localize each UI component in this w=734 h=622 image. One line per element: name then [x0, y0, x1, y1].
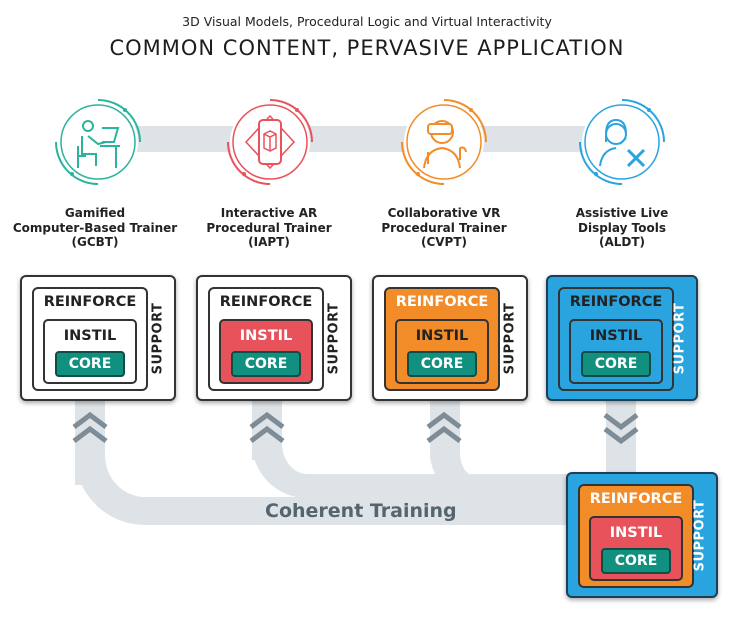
reinforce-box: REINFORCE INSTIL CORE: [558, 287, 674, 391]
reinforce-label: REINFORCE: [43, 294, 137, 310]
headset-tools-icon: [579, 99, 665, 185]
instil-label: INSTIL: [589, 328, 643, 344]
label-iapt: Interactive AR Procedural Trainer (IAPT): [184, 206, 354, 250]
coherent-training-label: Coherent Training: [265, 500, 457, 522]
top-track: [95, 126, 635, 152]
label-aldt-line3: (ALDT): [598, 235, 646, 249]
instil-label: INSTIL: [239, 328, 293, 344]
label-gcbt-line1: Gamified: [64, 206, 126, 220]
computer-desk-user-icon: [55, 99, 141, 185]
chevron-up-icon: [249, 411, 285, 443]
reinforce-label: REINFORCE: [219, 294, 313, 310]
label-cvpt-line2: Procedural Trainer: [381, 220, 507, 235]
reinforce-box: REINFORCE INSTIL CORE: [32, 287, 148, 391]
card-cvpt: REINFORCE INSTIL CORE SUPPORT: [372, 275, 528, 401]
core-box: CORE: [581, 351, 651, 377]
chevron-up-icon: [426, 411, 462, 443]
label-iapt-line3: (IAPT): [248, 235, 290, 249]
core-box: CORE: [407, 351, 477, 377]
core-box: CORE: [55, 351, 125, 377]
reinforce-label: REINFORCE: [569, 294, 663, 310]
core-box: CORE: [601, 548, 671, 574]
support-label: SUPPORT: [502, 302, 518, 374]
support-label: SUPPORT: [672, 302, 688, 374]
vr-headset-icon: [401, 99, 487, 185]
reinforce-label: REINFORCE: [395, 294, 489, 310]
card-combined: REINFORCE INSTIL CORE SUPPORT: [566, 472, 718, 598]
label-gcbt-line3: (GCBT): [71, 235, 119, 249]
reinforce-box: REINFORCE INSTIL CORE: [208, 287, 324, 391]
card-aldt: REINFORCE INSTIL CORE SUPPORT: [546, 275, 698, 401]
ar-phone-icon: [227, 99, 313, 185]
chevron-down-icon: [603, 413, 639, 445]
card-iapt: REINFORCE INSTIL CORE SUPPORT: [196, 275, 352, 401]
card-gcbt: REINFORCE INSTIL CORE SUPPORT: [20, 275, 176, 401]
label-aldt-line2: Display Tools: [578, 220, 666, 235]
instil-box: INSTIL CORE: [395, 319, 489, 384]
header-subtitle: 3D Visual Models, Procedural Logic and V…: [182, 14, 552, 29]
reinforce-label: REINFORCE: [589, 491, 683, 507]
instil-box: INSTIL CORE: [43, 319, 137, 384]
label-gcbt-line2: Computer-Based Trainer: [12, 220, 178, 235]
support-label: SUPPORT: [150, 302, 166, 374]
label-iapt-line2: Procedural Trainer: [206, 220, 332, 235]
label-aldt: Assistive Live Display Tools (ALDT): [537, 206, 707, 250]
reinforce-box: REINFORCE INSTIL CORE: [578, 484, 694, 588]
support-label: SUPPORT: [692, 499, 708, 571]
label-cvpt-line1: Collaborative VR: [387, 206, 501, 220]
header-title: COMMON CONTENT, PERVASIVE APPLICATION: [109, 36, 625, 60]
core-box: CORE: [231, 351, 301, 377]
label-cvpt: Collaborative VR Procedural Trainer (CVP…: [359, 206, 529, 250]
label-gcbt: Gamified Computer-Based Trainer (GCBT): [10, 206, 180, 250]
label-iapt-line1: Interactive AR: [220, 206, 318, 220]
instil-label: INSTIL: [63, 328, 117, 344]
instil-label: INSTIL: [415, 328, 469, 344]
bottom-track-curve: [75, 440, 580, 525]
bottom-track-aldt: [606, 400, 636, 475]
instil-box: INSTIL CORE: [589, 516, 683, 581]
instil-label: INSTIL: [609, 525, 663, 541]
reinforce-box: REINFORCE INSTIL CORE: [384, 287, 500, 391]
support-label: SUPPORT: [326, 302, 342, 374]
instil-box: INSTIL CORE: [219, 319, 313, 384]
instil-box: INSTIL CORE: [569, 319, 663, 384]
label-aldt-line1: Assistive Live: [575, 206, 669, 220]
label-cvpt-line3: (CVPT): [420, 235, 468, 249]
chevron-up-icon: [72, 411, 108, 443]
